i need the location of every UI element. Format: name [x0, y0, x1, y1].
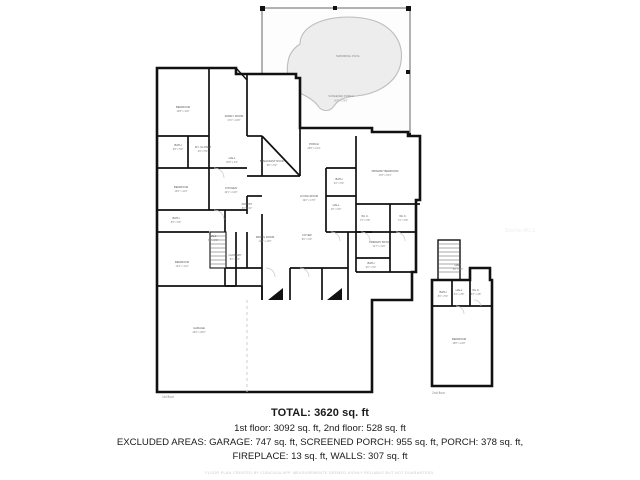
floor-2-label: 2nd floor — [432, 391, 446, 395]
disclaimer-text: FLOOR PLAN CREATED BY CUBICASA APP. MEAS… — [205, 470, 435, 475]
room-dimensions: 5'0" x 4'0" — [453, 268, 464, 271]
room-dimensions: 17'2" x 16'0" — [227, 119, 240, 122]
room-dimensions: 18'0" x 4'0" — [226, 161, 238, 164]
room-dimensions: 6'0" x 5'0" — [366, 266, 377, 269]
room-dimensions: 5'4" x 4'8" — [471, 293, 482, 296]
porch-post — [333, 6, 337, 10]
room-dimensions: 15'8" x 12'0" — [452, 342, 465, 345]
floor1-piers — [268, 288, 342, 300]
room-name: HALL — [333, 203, 340, 207]
room-dimensions: 7'2" x 6'8" — [398, 219, 409, 222]
watermark: StellarMLS — [505, 228, 536, 234]
floor-breakdown-text: 1st floor: 3092 sq. ft, 2nd floor: 528 s… — [234, 422, 406, 434]
room-name: BATH — [336, 177, 343, 181]
floor1-interior-walls — [157, 68, 420, 300]
room-name: LAUNDRY — [229, 253, 242, 257]
room-name: W.I.C. — [361, 214, 369, 218]
room-name: BATH — [173, 216, 180, 220]
room-name: BEDROOM — [452, 337, 467, 341]
room-name: LIVING ROOM — [300, 194, 319, 198]
room-name: BEDROOM — [175, 260, 190, 264]
room-dimensions: 9'2" x 5'0" — [334, 182, 345, 185]
room-name: GARAGE — [193, 326, 205, 330]
room-dimensions: 12'7" x 11'0" — [373, 245, 386, 248]
room-dimensions: 8'6" x 5'0" — [171, 221, 182, 224]
room-name: PORCH — [309, 142, 319, 146]
room-name: PANTRY — [242, 202, 253, 206]
room-dimensions: 13'6" x 11'4" — [175, 190, 188, 193]
floor1-stairs — [209, 231, 227, 269]
room-name: BATH — [368, 261, 375, 265]
screened-porch-label: SCREENED PORCH — [328, 94, 353, 98]
room-dimensions: 13'2" x 11'4" — [176, 265, 189, 268]
porch-post — [406, 70, 410, 74]
room-dimensions: 8'0" x 5'4" — [230, 258, 241, 261]
room-dimensions: 5'4" x 4'8" — [454, 293, 465, 296]
floor2-stairs — [438, 243, 460, 273]
room-dimensions: 26'8" x 12'4" — [307, 147, 320, 150]
floor2-interior-walls — [432, 280, 492, 307]
room-dimensions: 17'8" x 15'1" — [378, 174, 391, 177]
room-name: W.I.C. — [399, 214, 407, 218]
summary-caption: TOTAL: 3620 sq. ft 1st floor: 3092 sq. f… — [0, 406, 640, 476]
room-dimensions: 19'2" x 17'0" — [302, 199, 315, 202]
excluded-areas-line-1: EXCLUDED AREAS: GARAGE: 747 sq. ft, SCRE… — [116, 436, 524, 448]
screened-porch-dims: 36'8" x 29'6" — [334, 100, 348, 103]
room-name: HALL — [229, 156, 236, 160]
room-name: FOYER — [302, 233, 311, 237]
room-name: HALL — [456, 288, 463, 292]
room-dimensions: 8'0" x 5'0" — [438, 295, 449, 298]
room-dimensions: 9'8" x 5'0" — [173, 148, 184, 151]
room-name: HALL — [210, 234, 217, 238]
house-exterior-wall — [155, 66, 422, 394]
room-name: KITCHEN — [225, 186, 237, 190]
room-dimensions: 12'8" x 11'0" — [259, 240, 272, 243]
pool-label: SWIMMING POOL — [336, 54, 361, 58]
floor1-angled-walls — [235, 67, 301, 177]
room-dimensions: 23'6" x 26'2" — [192, 331, 205, 334]
floor2-exterior-wall — [430, 266, 494, 388]
room-dimensions: 5'2" x 4'2" — [242, 207, 253, 210]
floor1-door-swings — [213, 167, 406, 278]
room-name: W.I.C. — [472, 288, 480, 292]
porch-post — [260, 6, 265, 11]
floor-1-label: 1st floor — [162, 395, 175, 399]
room-dimensions: 7'2" x 6'8" — [360, 219, 371, 222]
room-dimensions: 4'0" x 9'0" — [331, 208, 342, 211]
room-name: HALL — [455, 263, 462, 267]
room-name: DINING ROOM — [256, 235, 275, 239]
room-name: FAMILY ROOM — [225, 114, 244, 118]
porch-post — [406, 6, 411, 11]
room-name: BATH — [175, 143, 182, 147]
room-name: W.I. CLOSET — [195, 145, 211, 149]
room-dimensions: 8'0" x 6'0" — [302, 238, 313, 241]
room-name: BEDROOM — [174, 185, 189, 189]
excluded-areas-line-2: FIREPLACE: 13 sq. ft, WALLS: 307 sq. ft — [232, 450, 408, 462]
room-name: BREAKFAST NOOK — [260, 159, 285, 163]
floor2-shell — [430, 239, 494, 388]
floor1-shell — [155, 66, 422, 394]
room-name: PRIMARY BEDROOM — [372, 169, 400, 173]
floor2-door-swings — [455, 299, 482, 315]
room-dimensions: 3'8" x 8'0" — [208, 239, 219, 242]
room-dimensions: 16'1" x 12'0" — [224, 191, 237, 194]
room-name: BEDROOM — [176, 105, 191, 109]
room-name: PRIMARY BATH — [369, 240, 389, 244]
room-dimensions: 9'8" x 9'0" — [267, 164, 278, 167]
room-dimensions: 13'8" x 11'0" — [177, 110, 190, 113]
room-name: BATH — [440, 290, 447, 294]
room-dimensions: 6'0" x 5'4" — [198, 150, 209, 153]
total-area-text: TOTAL: 3620 sq. ft — [271, 407, 369, 419]
